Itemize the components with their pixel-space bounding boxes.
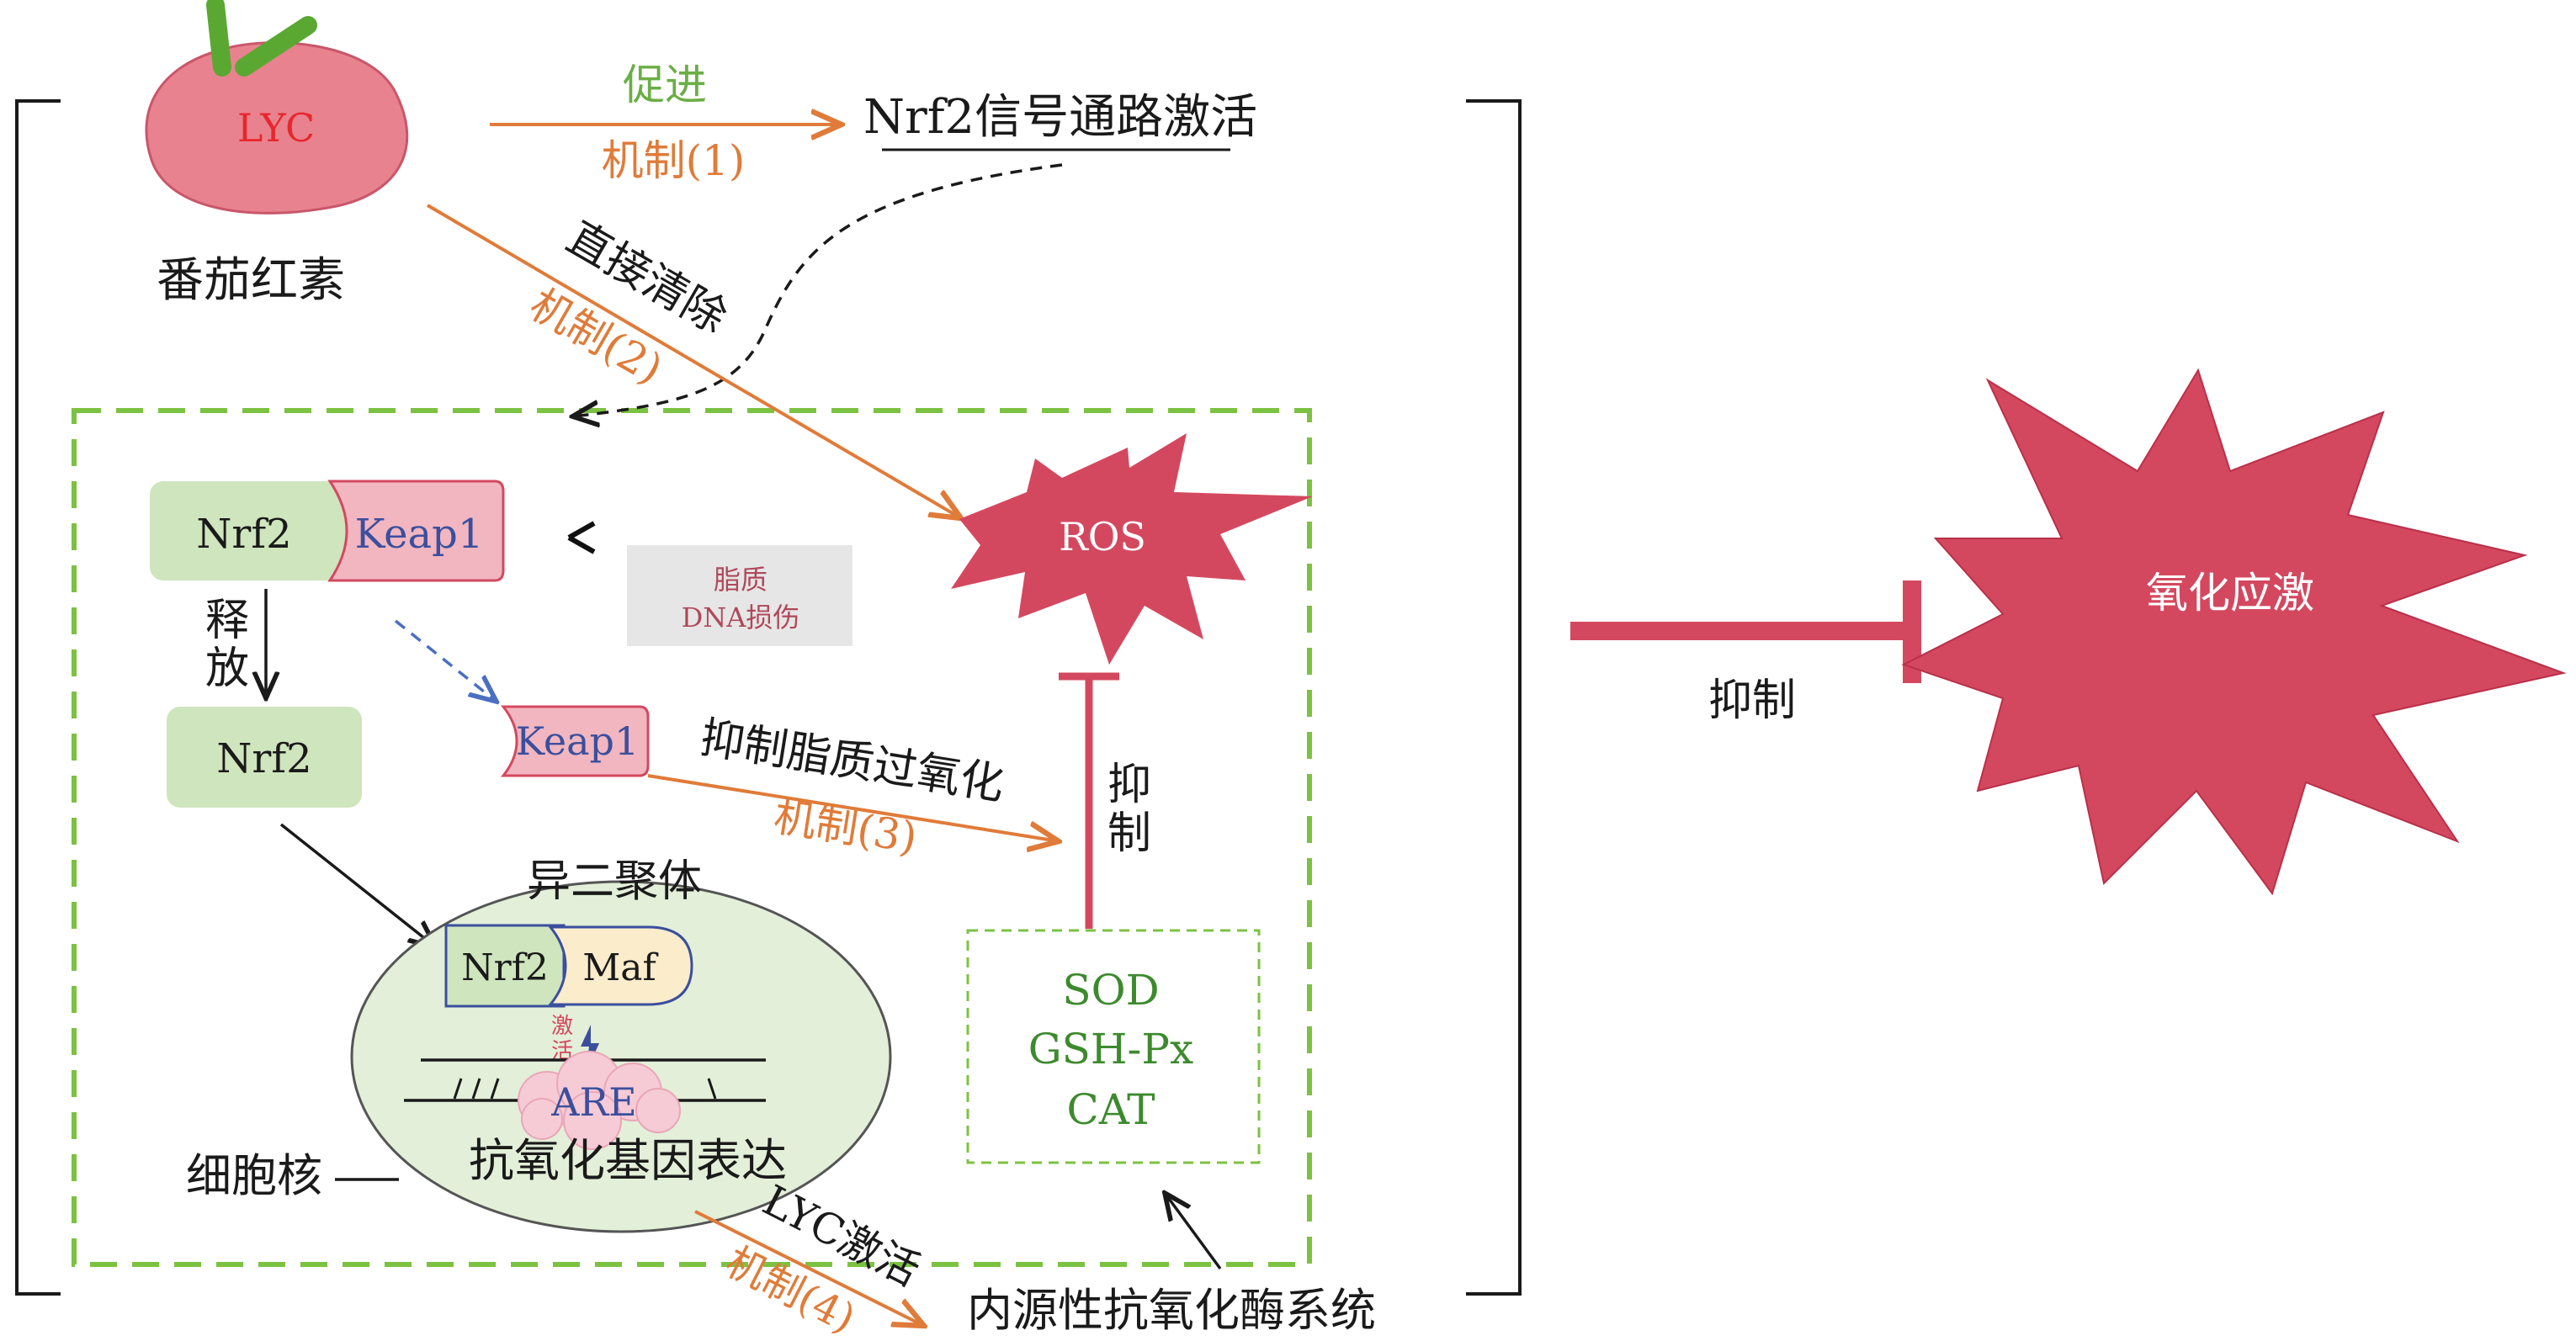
heterodimer-nrf2-label: Nrf2 — [461, 946, 549, 989]
mechanism3-arrow — [647, 774, 1059, 841]
outer-bracket-right — [1466, 99, 1522, 1296]
mechanism2-arrow — [426, 204, 961, 518]
heterodimer-title: 异二聚体 — [527, 856, 702, 907]
keap1-release-arrow — [394, 619, 497, 702]
complex-keap1-box — [327, 480, 505, 582]
heterodimer-maf-box — [547, 925, 693, 1006]
free-nrf2-box — [167, 707, 362, 808]
enzyme-sod: SOD — [1062, 966, 1159, 1015]
release-char1: 释 — [205, 596, 249, 646]
lycopene-name: 番茄红素 — [157, 253, 345, 308]
ros-label: ROS — [1059, 514, 1146, 559]
heterodimer-maf-label: Maf — [582, 946, 658, 989]
enzyme-box — [966, 929, 1261, 1164]
enzyme-system-label: 内源性抗氧化酶系统 — [967, 1284, 1376, 1337]
oxidative-stress-label: 氧化应激 — [2146, 569, 2314, 617]
heterodimer-nrf2-box — [444, 924, 566, 1008]
complex-nrf2-box — [150, 481, 352, 580]
are-label: ARE — [550, 1079, 636, 1125]
ros-to-complex-arrowhead — [567, 521, 596, 554]
free-keap1-box — [500, 705, 650, 777]
are-cloud — [518, 1051, 681, 1150]
free-nrf2-label: Nrf2 — [216, 735, 311, 782]
outer-bracket-left — [15, 99, 61, 1296]
pathway-to-cell-arrow — [572, 163, 1063, 416]
gene-expression-label: 抗氧化基因表达 — [469, 1134, 787, 1187]
ros-starburst — [951, 433, 1313, 665]
dna-rung-3 — [490, 1078, 500, 1100]
lyc-fruit-label: LYC — [237, 105, 315, 151]
mechanism4-arrow — [694, 1210, 924, 1326]
release-char2: 放 — [205, 644, 249, 694]
dna-rung-2 — [471, 1078, 481, 1100]
tomato-icon — [145, 0, 409, 215]
enzyme-cat: CAT — [1067, 1085, 1155, 1134]
activate-char1: 激 — [551, 1014, 573, 1039]
complex-keap1-label: Keap1 — [355, 511, 484, 558]
oxidative-stress-starburst — [1901, 368, 2567, 896]
nucleus-label: 细胞核 — [186, 1149, 322, 1202]
damage-box — [627, 545, 852, 646]
inhibit-vertical-char1: 抑 — [1107, 760, 1151, 810]
damage-line1: 脂质 — [714, 564, 767, 596]
dna-rung-1 — [453, 1078, 463, 1100]
mechanism3-tag: 机制(3) — [771, 792, 921, 862]
damage-line2: DNA损伤 — [682, 602, 800, 633]
inhibit-vertical-char2: 制 — [1107, 808, 1151, 859]
free-keap1-label: Keap1 — [516, 718, 640, 764]
mechanism3-verb: 抑制脂质过氧化 — [697, 713, 1007, 810]
mechanism1-tag: 机制(1) — [602, 136, 746, 185]
system-to-enzymes-arrow — [1165, 1193, 1222, 1270]
cell-boundary — [72, 408, 1312, 1267]
dna-rung-4 — [707, 1078, 717, 1100]
enzyme-gsh-px: GSH-Px — [1028, 1025, 1194, 1073]
mechanism1-verb: 促进 — [623, 61, 707, 109]
nrf2-to-nucleus-arrow — [279, 823, 436, 947]
complex-nrf2-label: Nrf2 — [196, 511, 291, 558]
main-inhibit-label: 抑制 — [1708, 676, 1796, 726]
lightning-icon — [581, 1025, 599, 1073]
nrf2-pathway-activation: Nrf2信号通路激活 — [863, 90, 1257, 145]
